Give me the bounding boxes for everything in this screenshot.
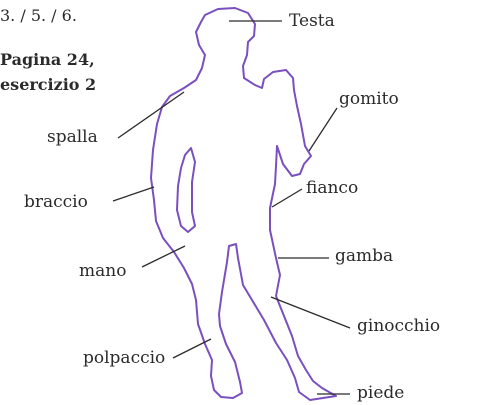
statue-outline — [150, 7, 337, 401]
arm-gap-outline — [176, 147, 196, 233]
label-spalla: spalla — [47, 127, 98, 147]
label-braccio: braccio — [24, 192, 88, 212]
exercise-page: Pagina 24, — [0, 50, 95, 69]
leader-braccio — [112, 186, 155, 202]
label-polpaccio: polpaccio — [83, 348, 166, 368]
label-piede: piede — [357, 383, 405, 403]
exercise-number: esercizio 2 — [0, 75, 97, 94]
label-ginocchio: ginocchio — [357, 316, 441, 336]
leader-fianco — [271, 188, 303, 208]
leader-ginocchio — [270, 296, 351, 329]
label-mano: mano — [79, 261, 127, 281]
label-gomito: gomito — [339, 89, 399, 109]
leader-mano — [141, 245, 186, 268]
page-reference: 3. / 5. / 6. — [0, 6, 77, 25]
exercise-reference: Pagina 24, esercizio 2 — [0, 47, 96, 97]
label-testa: Testa — [289, 11, 335, 31]
leader-spalla — [117, 91, 185, 139]
label-fianco: fianco — [306, 178, 359, 198]
leader-polpaccio — [172, 338, 212, 359]
label-gamba: gamba — [335, 246, 394, 266]
leader-gomito — [308, 107, 338, 152]
